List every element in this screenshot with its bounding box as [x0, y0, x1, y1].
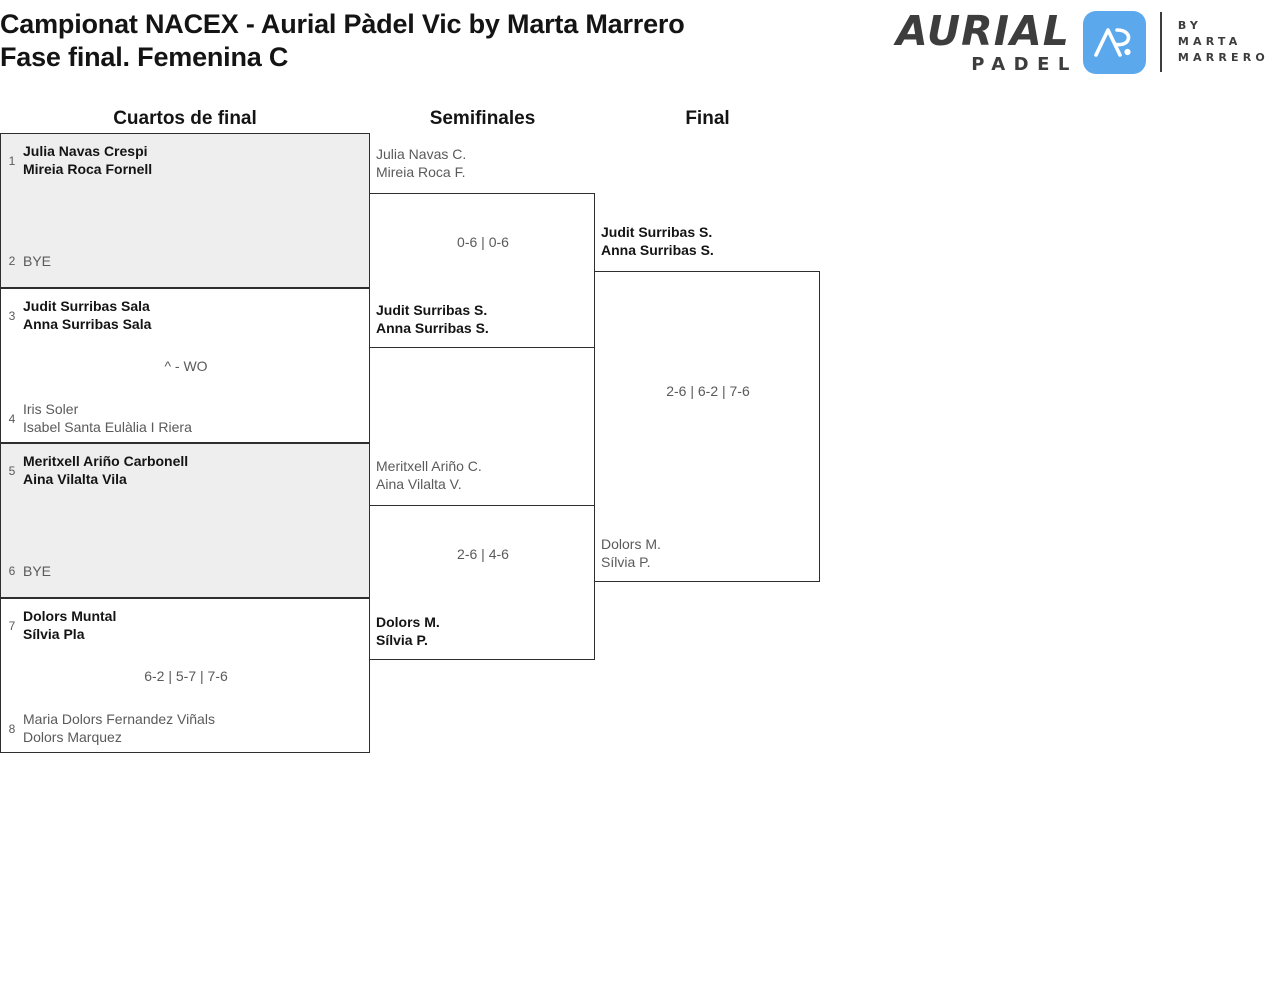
- logo-byline-2: MARRERO: [1177, 50, 1269, 64]
- player-name: Anna Surribas S.: [601, 242, 714, 258]
- seed-number: 6: [8, 564, 16, 578]
- match-box-sf2[interactable]: 2-6 | 4-6: [369, 505, 595, 660]
- player-name: Judit Surribas S.: [601, 224, 713, 240]
- entry-qf3-bottom[interactable]: 6 BYE: [1, 562, 51, 581]
- logo-divider: [1159, 12, 1162, 72]
- match-score: 2-6 | 6-2 | 7-6: [666, 383, 750, 399]
- player-name: Sílvia P.: [601, 554, 651, 570]
- semifinal-2-top-team: Meritxell Ariño C. Aina Vilalta V.: [376, 457, 482, 493]
- logo-wordmark: AURIAL PADEL: [896, 6, 1070, 74]
- semifinal-1-top-team: Julia Navas C. Mireia Roca F.: [376, 145, 466, 181]
- match-score: 0-6 | 0-6: [457, 234, 509, 250]
- entry-qf2-top[interactable]: 3 Judit Surribas Sala Anna Surribas Sala: [1, 297, 152, 335]
- entry-qf1-bottom[interactable]: 2 BYE: [1, 252, 51, 271]
- player-name: Dolors M.: [376, 614, 440, 630]
- team-names: Dolors Muntal Sílvia Pla: [23, 607, 116, 643]
- seed-number: 1: [8, 154, 16, 168]
- entry-qf2-bottom[interactable]: 4 Iris Soler Isabel Santa Eulàlia I Rier…: [1, 400, 192, 438]
- match-box-qf2[interactable]: 3 Judit Surribas Sala Anna Surribas Sala…: [0, 288, 370, 443]
- player-name: Dolors M.: [601, 536, 661, 552]
- entry-qf1-top[interactable]: 1 Julia Navas Crespi Mireia Roca Fornell: [1, 142, 153, 180]
- page-title: Campionat NACEX - Aurial Pàdel Vic by Ma…: [0, 8, 685, 74]
- seed-number: 3: [8, 309, 16, 323]
- seed-number: 5: [8, 464, 16, 478]
- player-name: Meritxell Ariño C.: [376, 458, 482, 474]
- final-bottom-team: Dolors M. Sílvia P.: [601, 535, 661, 571]
- player-name: Mireia Roca Fornell: [23, 161, 153, 177]
- match-box-sf1[interactable]: 0-6 | 0-6: [369, 193, 595, 348]
- player-name: Julia Navas Crespi: [23, 143, 148, 159]
- player-name: Maria Dolors Fernandez Viñals: [23, 711, 215, 727]
- entry-qf4-bottom[interactable]: 8 Maria Dolors Fernandez Viñals Dolors M…: [1, 710, 215, 748]
- ap-monogram-glyph: [1094, 28, 1131, 57]
- semifinal-2-bottom-team: Dolors M. Sílvia P.: [376, 613, 440, 649]
- seed-number: 2: [8, 254, 16, 268]
- match-box-final[interactable]: 2-6 | 6-2 | 7-6: [594, 271, 820, 582]
- player-name: Sílvia P.: [376, 632, 428, 648]
- entry-qf3-top[interactable]: 5 Meritxell Ariño Carbonell Aina Vilalta…: [1, 452, 189, 490]
- player-name: Aina Vilalta Vila: [23, 471, 127, 487]
- player-name: Meritxell Ariño Carbonell: [23, 453, 189, 469]
- tournament-phase: Fase final. Femenina C: [0, 42, 289, 72]
- final-top-team: Judit Surribas S. Anna Surribas S.: [601, 223, 714, 259]
- round-header-semifinals: Semifinales: [429, 108, 536, 129]
- semifinal-1-bottom-team: Judit Surribas S. Anna Surribas S.: [376, 301, 489, 337]
- tournament-name: Campionat NACEX - Aurial Pàdel Vic by Ma…: [0, 9, 685, 39]
- seed-number: 4: [8, 412, 16, 426]
- aurial-padel-logo: AURIAL PADEL BY MARTA MARRERO: [896, 10, 1272, 74]
- team-names: Julia Navas Crespi Mireia Roca Fornell: [23, 142, 152, 178]
- match-box-qf1[interactable]: 1 Julia Navas Crespi Mireia Roca Fornell…: [0, 133, 370, 288]
- ap-monogram-icon: [1082, 10, 1146, 74]
- seed-number: 8: [8, 722, 16, 736]
- player-name: Aina Vilalta V.: [376, 476, 462, 492]
- match-score: 2-6 | 4-6: [457, 546, 509, 562]
- player-name: Judit Surribas Sala: [23, 298, 150, 314]
- player-name: Anna Surribas S.: [376, 320, 489, 336]
- match-score: ^ - WO: [164, 358, 208, 374]
- player-name: Sílvia Pla: [23, 626, 85, 642]
- team-names: Meritxell Ariño Carbonell Aina Vilalta V…: [23, 452, 188, 488]
- player-name: Anna Surribas Sala: [23, 316, 152, 332]
- player-name: Isabel Santa Eulàlia I Riera: [23, 419, 192, 435]
- player-name: Judit Surribas S.: [376, 302, 488, 318]
- entry-qf4-top[interactable]: 7 Dolors Muntal Sílvia Pla: [1, 607, 117, 645]
- tournament-bracket: Cuartos de final Semifinales Final 1 Jul…: [0, 90, 1280, 790]
- seed-number: 7: [8, 619, 16, 633]
- player-name: Dolors Marquez: [23, 729, 122, 745]
- match-box-qf4[interactable]: 7 Dolors Muntal Sílvia Pla 8 Maria Dolor…: [0, 598, 370, 753]
- match-score: 6-2 | 5-7 | 7-6: [144, 668, 228, 684]
- player-name: Julia Navas C.: [376, 146, 467, 162]
- logo-byline-1: BY MARTA: [1177, 19, 1242, 49]
- player-name: Iris Soler: [23, 401, 79, 417]
- match-box-qf3[interactable]: 5 Meritxell Ariño Carbonell Aina Vilalta…: [0, 443, 370, 598]
- logo-byline: BY MARTA MARRERO: [1178, 18, 1272, 66]
- player-name: Mireia Roca F.: [376, 164, 466, 180]
- bye-label: BYE: [23, 563, 52, 579]
- logo-aurial-text: AURIAL: [896, 6, 1070, 55]
- team-names: Iris Soler Isabel Santa Eulàlia I Riera: [23, 400, 192, 436]
- round-header-quarterfinals: Cuartos de final: [113, 108, 257, 129]
- bye-label: BYE: [23, 253, 52, 269]
- team-names: Maria Dolors Fernandez Viñals Dolors Mar…: [23, 710, 215, 746]
- logo-padel-text: PADEL: [971, 53, 1078, 75]
- player-name: Dolors Muntal: [23, 608, 117, 624]
- page-header: Campionat NACEX - Aurial Pàdel Vic by Ma…: [0, 0, 1280, 90]
- team-names: Judit Surribas Sala Anna Surribas Sala: [23, 297, 151, 333]
- round-header-final: Final: [685, 108, 730, 129]
